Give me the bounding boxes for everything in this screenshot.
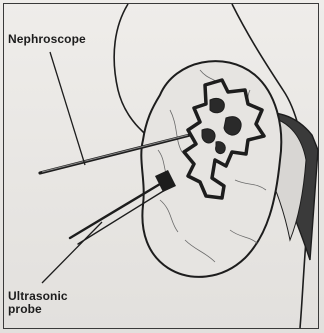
ultrasonic-probe-label: Ultrasonic probe bbox=[8, 290, 68, 316]
ultrasonic-probe-label-line2: probe bbox=[8, 303, 68, 316]
body-outline-left bbox=[114, 4, 150, 138]
ultrasonic-probe-leader-line bbox=[42, 222, 102, 283]
nephroscope-label: Nephroscope bbox=[8, 33, 86, 46]
nephroscope-leader-line bbox=[50, 52, 85, 165]
